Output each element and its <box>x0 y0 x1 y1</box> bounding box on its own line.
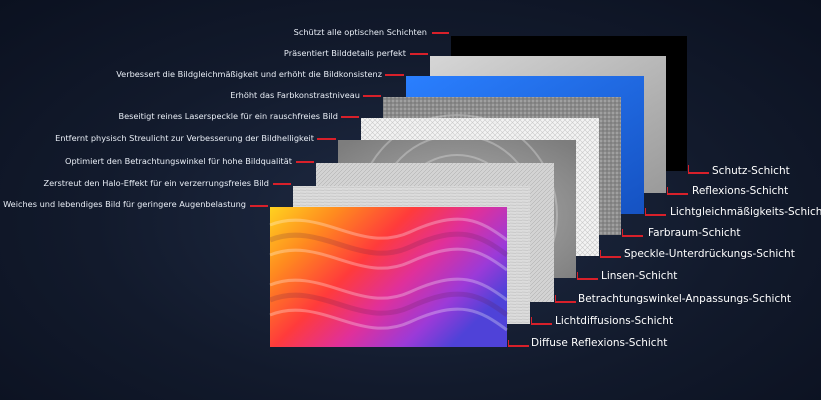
tick-right-lichtdiff <box>531 323 552 325</box>
left-label-schutz: Schützt alle optischen Schichten <box>293 27 427 37</box>
right-label-linsen: Linsen-Schicht <box>601 270 678 282</box>
tick-right-schutz <box>688 172 709 174</box>
tick-left-lichtgleich <box>385 74 404 76</box>
tick-v-reflexions <box>667 187 668 194</box>
tick-left-reflexions <box>410 53 428 55</box>
left-label-lichtgleich: Verbessert die Bildgleichmäßigkeit und e… <box>116 69 382 79</box>
tick-left-speckle <box>341 116 359 118</box>
right-label-schutz: Schutz-Schicht <box>712 165 790 177</box>
tick-right-linsen <box>577 278 598 280</box>
right-label-farbraum: Farbraum-Schicht <box>648 227 741 239</box>
layer-diffuse-waves <box>269 217 508 332</box>
tick-right-diffuse <box>508 345 529 347</box>
tick-v-betrachtung <box>555 295 556 302</box>
right-label-reflexions: Reflexions-Schicht <box>692 185 789 197</box>
left-label-lichtdiff: Zerstreut den Halo-Effekt für ein verzer… <box>43 178 269 188</box>
left-label-betrachtung: Optimiert den Betrachtungswinkel für hoh… <box>65 156 292 166</box>
tick-left-lichtdiff <box>273 183 291 185</box>
tick-v-linsen <box>577 272 578 279</box>
right-label-betrachtung: Betrachtungswinkel-Anpassungs-Schicht <box>578 293 791 305</box>
tick-right-farbraum <box>622 235 643 237</box>
tick-left-betrachtung <box>296 161 314 163</box>
tick-left-linsen <box>317 138 336 140</box>
left-label-speckle: Beseitigt reines Laserspeckle für ein ra… <box>118 111 338 121</box>
tick-v-speckle <box>600 250 601 257</box>
tick-left-schutz <box>432 32 449 34</box>
tick-left-diffuse <box>250 205 268 207</box>
left-label-reflexions: Präsentiert Bilddetails perfekt <box>283 48 406 58</box>
tick-right-speckle <box>600 256 621 258</box>
right-label-lichtdiff: Lichtdiffusions-Schicht <box>555 315 674 327</box>
tick-right-betrachtung <box>555 301 576 303</box>
left-label-farbraum: Erhöht das Farbkonstrastniveau <box>230 90 360 100</box>
tick-left-farbraum <box>363 95 381 97</box>
tick-v-lichtdiff <box>531 317 532 324</box>
left-label-diffuse: Weiches und lebendiges Bild für geringer… <box>3 199 246 209</box>
right-label-lichtgleich: Lichtgleichmäßigkeits-Schicht <box>670 206 821 218</box>
tick-v-diffuse <box>508 340 509 346</box>
right-label-speckle: Speckle-Unterdrückungs-Schicht <box>624 248 795 260</box>
layer-diffuse <box>270 207 507 347</box>
right-label-diffuse: Diffuse Reflexions-Schicht <box>531 337 668 349</box>
tick-v-schutz <box>688 165 689 173</box>
tick-v-farbraum <box>622 229 623 236</box>
tick-right-reflexions <box>667 193 688 195</box>
left-label-linsen: Entfernt physisch Streulicht zur Verbess… <box>55 133 314 143</box>
tick-right-lichtgleich <box>645 214 666 216</box>
tick-v-lichtgleich <box>645 208 646 215</box>
